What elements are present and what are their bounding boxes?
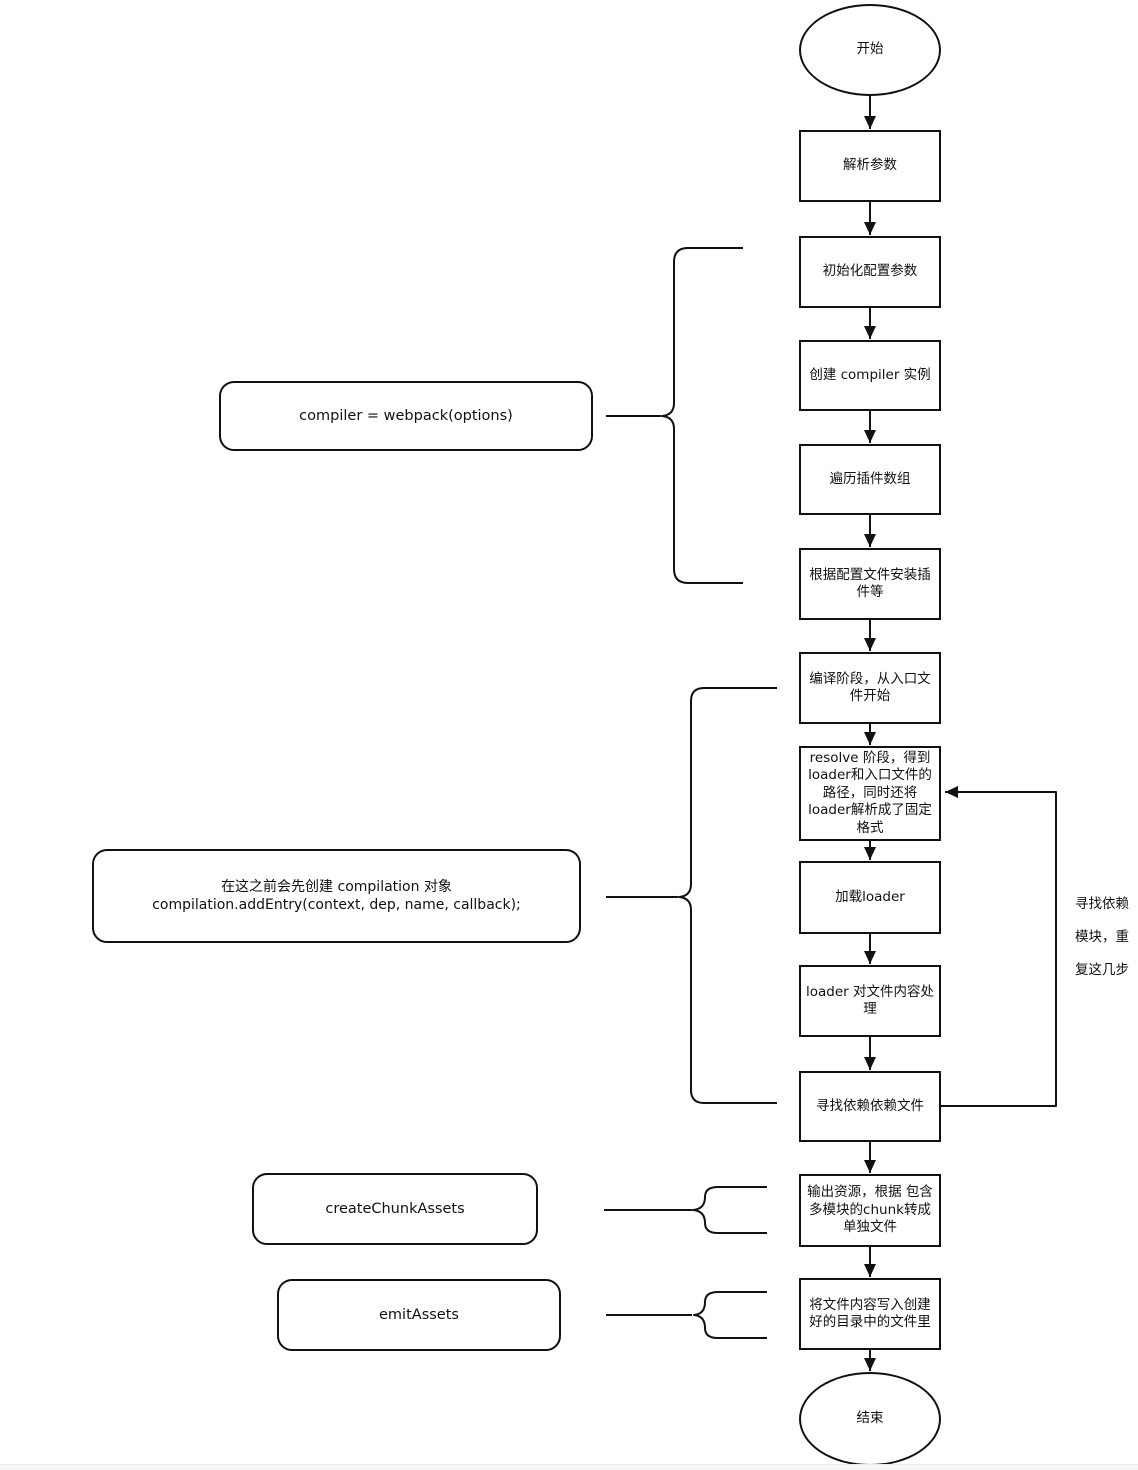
step-loader-process: loader 对文件内容处理 [799, 965, 941, 1037]
emit-assets-note: emitAssets [277, 1279, 561, 1351]
step-parse-args: 解析参数 [799, 130, 941, 202]
loop-note: 寻找依赖模块，重复这几步 [1075, 896, 1129, 978]
compilation-note-line2: compilation.addEntry(context, dep, name,… [152, 897, 521, 913]
curly-braces [661, 247, 777, 1339]
create-chunk-assets-note: createChunkAssets [252, 1173, 538, 1245]
end-terminator: 结束 [799, 1372, 941, 1466]
step-load-loader: 加载loader [799, 861, 941, 934]
start-terminator: 开始 [799, 4, 941, 96]
bottom-edge-strip [0, 1464, 1138, 1470]
step-resolve: resolve 阶段，得到loader和入口文件的路径，同时还将loader解析… [799, 746, 941, 841]
compilation-note-line1: 在这之前会先创建 compilation 对象 [221, 879, 452, 895]
step-install-plugins: 根据配置文件安装插件等 [799, 548, 941, 620]
step-write-files: 将文件内容写入创建好的目录中的文件里 [799, 1278, 941, 1350]
note-connectors [604, 415, 692, 1316]
step-find-dependencies: 寻找依赖依赖文件 [799, 1071, 941, 1142]
step-init-config: 初始化配置参数 [799, 236, 941, 308]
step-compile-entry: 编译阶段，从入口文件开始 [799, 652, 941, 724]
step-iterate-plugins: 遍历插件数组 [799, 444, 941, 515]
brace-chunk-assets [692, 1186, 767, 1234]
compilation-note: 在这之前会先创建 compilation 对象 compilation.addE… [92, 849, 581, 943]
brace-compilation [678, 687, 777, 1104]
step-create-compiler: 创建 compiler 实例 [799, 340, 941, 411]
brace-emit-assets [693, 1291, 767, 1339]
loop-arrow [941, 786, 1057, 1107]
compiler-note: compiler = webpack(options) [219, 381, 593, 451]
step-output-assets: 输出资源，根据 包含多模块的chunk转成单独文件 [799, 1174, 941, 1247]
brace-compiler [661, 247, 743, 584]
